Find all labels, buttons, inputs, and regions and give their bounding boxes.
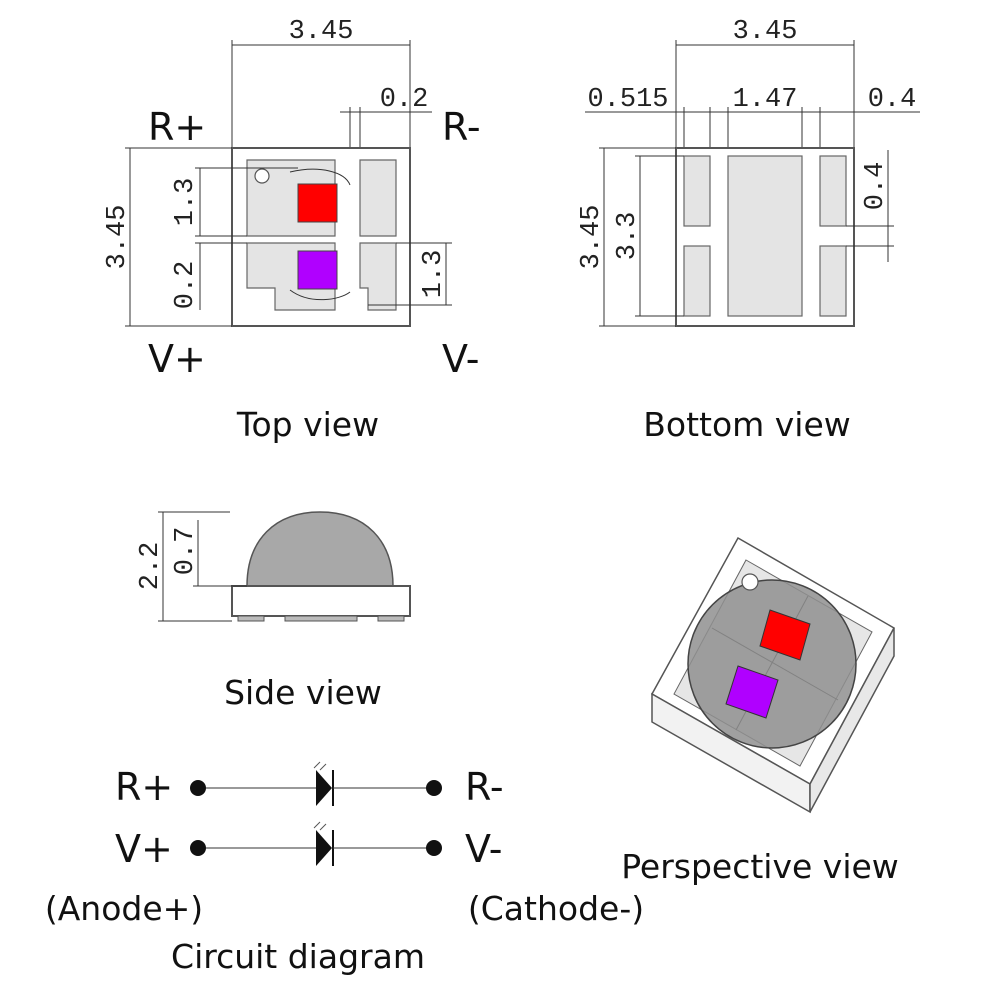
bottom-pad-height-dim: 3.3 (613, 212, 643, 261)
v-cathode-terminal (426, 840, 442, 856)
circuit-r-minus: R- (465, 765, 504, 809)
perspective-dome (687, 579, 857, 749)
v-anode-terminal (190, 840, 206, 856)
top-pad-gap-dim: 0.2 (171, 261, 201, 310)
bottom-view-caption: Bottom view (643, 405, 851, 444)
red-chip (297, 183, 338, 223)
label-v-minus: V- (442, 337, 479, 381)
bottom-left-dim: 0.515 (587, 85, 668, 115)
top-view-caption: Top view (236, 405, 379, 444)
side-dome-dim: 0.7 (171, 527, 201, 576)
circuit-r-plus: R+ (115, 765, 173, 809)
v-diode-icon (316, 830, 332, 866)
perspective-view-caption: Perspective view (621, 847, 899, 886)
bottom-width-dim: 3.45 (733, 17, 798, 47)
bottom-right-dim: 0.4 (868, 85, 917, 115)
r-anode-terminal (190, 780, 206, 796)
top-height-dim: 3.45 (103, 205, 133, 270)
cathode-label: (Cathode-) (468, 889, 644, 928)
circuit-diagram: R+ R- V+ V- (Anode+) (Cathode-) Circuit … (45, 761, 644, 976)
side-view: 2.2 0.7 Side view (136, 511, 411, 712)
polarity-dot (254, 168, 270, 184)
dome (246, 511, 394, 587)
anode-label: (Anode+) (45, 889, 203, 928)
circuit-v-minus: V- (465, 827, 502, 871)
top-width-dim: 3.45 (289, 17, 354, 47)
bottom-height-dim: 3.45 (577, 205, 607, 270)
bottom-center-dim: 1.47 (733, 85, 798, 115)
perspective-violet-chip (725, 665, 779, 719)
circuit-caption: Circuit diagram (171, 937, 425, 976)
top-gap-dim: 0.2 (380, 85, 429, 115)
violet-chip (297, 250, 338, 290)
perspective-view: Perspective view (621, 536, 899, 886)
perspective-red-chip (759, 609, 811, 661)
label-r-minus: R- (442, 105, 481, 149)
r-diode-icon (316, 770, 332, 806)
label-r-plus: R+ (148, 105, 206, 149)
bottom-view: 3.45 0.515 1.47 0.4 3.45 3.3 0.4 Bottom … (577, 17, 920, 444)
side-view-caption: Side view (224, 673, 382, 712)
side-body (231, 585, 411, 617)
bottom-slot-dim: 0.4 (861, 162, 891, 211)
top-pad-upper-dim: 1.3 (171, 178, 201, 227)
label-v-plus: V+ (148, 337, 206, 381)
circuit-v-plus: V+ (115, 827, 173, 871)
top-pad-right-dim: 1.3 (419, 250, 449, 299)
side-total-dim: 2.2 (136, 542, 166, 591)
top-view: 3.45 0.2 R+ R- V+ V- 3.45 (103, 17, 481, 444)
r-cathode-terminal (426, 780, 442, 796)
